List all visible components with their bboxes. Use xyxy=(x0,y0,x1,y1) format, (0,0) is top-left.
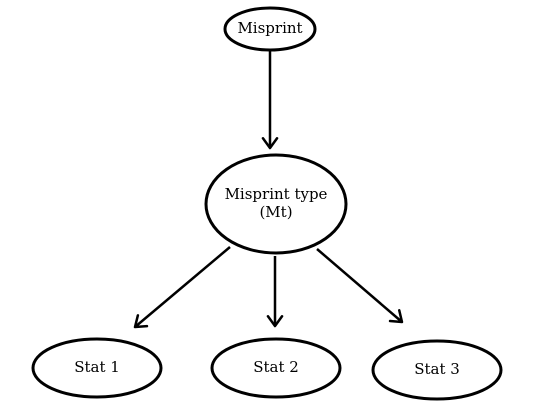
node-label: Misprint xyxy=(237,19,302,37)
node-label: Stat 2 xyxy=(253,358,299,376)
edge-misprint-type-to-stat-3 xyxy=(316,248,404,324)
edge-line xyxy=(134,246,231,328)
node-label: (Mt) xyxy=(259,203,292,221)
node-misprint: Misprint xyxy=(223,6,317,52)
node-ellipse xyxy=(210,337,342,399)
edge-misprint-type-to-stat-2 xyxy=(266,256,284,328)
edge-misprint-to-misprint-type xyxy=(261,51,279,150)
arrow-head-icon xyxy=(388,309,404,324)
arrow-head-icon xyxy=(266,315,284,328)
edges-layer xyxy=(133,51,404,329)
node-ellipse xyxy=(204,153,348,255)
node-ellipse xyxy=(223,6,317,52)
node-label: Misprint type xyxy=(225,185,328,203)
arrow-head-icon xyxy=(133,314,149,329)
node-stat-3: Stat 3 xyxy=(371,339,503,401)
node-label: Stat 3 xyxy=(414,360,460,378)
node-misprint-type: Misprint type(Mt) xyxy=(204,153,348,255)
edge-line xyxy=(316,248,403,323)
edge-misprint-type-to-stat-1 xyxy=(133,246,231,329)
node-stat-2: Stat 2 xyxy=(210,337,342,399)
node-stat-1: Stat 1 xyxy=(31,337,163,399)
node-ellipse xyxy=(31,337,163,399)
node-ellipse xyxy=(371,339,503,401)
arrow-head-icon xyxy=(261,137,279,150)
node-label: Stat 1 xyxy=(74,358,120,376)
